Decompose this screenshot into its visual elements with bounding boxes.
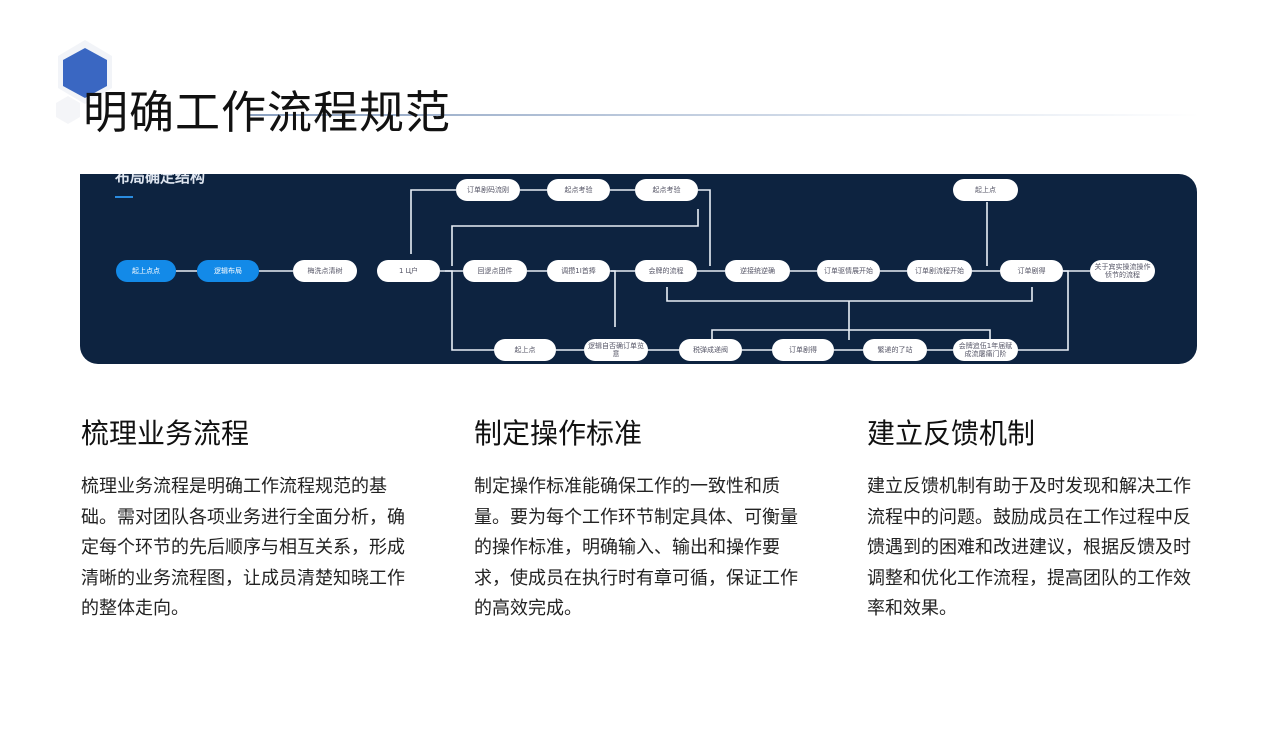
section-heading: 建立反馈机制 xyxy=(867,417,1036,450)
flow-node-main-9: 订单驱情展开始 xyxy=(817,260,880,282)
section-feedback-mechanism: 建立反馈机制 建立反馈机制有助于及时发现和解决工作流程中的问题。鼓励成员在工作过… xyxy=(867,412,1207,625)
flow-node-top-3: 起点考验 xyxy=(635,179,698,201)
flow-node-main-2: 逻辑布局 xyxy=(197,260,259,282)
section-operation-standard: 制定操作标准 制定操作标准能确保工作的一致性和质量。要为每个工作环节制定具体、可… xyxy=(474,412,814,625)
flow-node-main-6: 调攒1Ⅰ首捧 xyxy=(547,260,610,282)
title-divider xyxy=(250,114,1200,116)
flow-node-main-11: 订单剧得 xyxy=(1000,260,1063,282)
section-business-process: 梳理业务流程 梳理业务流程是明确工作流程规范的基础。需对团队各项业务进行全面分析… xyxy=(81,412,421,625)
flow-node-bottom-2: 逻辑自否确订单览意 xyxy=(584,339,648,361)
flowchart-image: 布局确定结构 起上点点 逻辑布局 梅洗点清树 1 Ц户 回逻点团件 调攒1Ⅰ首捧… xyxy=(80,174,1197,364)
flow-node-bottom-1: 起上点 xyxy=(494,339,556,361)
section-body: 建立反馈机制有助于及时发现和解决工作流程中的问题。鼓励成员在工作过程中反馈遇到的… xyxy=(867,476,1191,619)
flow-node-main-10: 订单剧流程开始 xyxy=(907,260,972,282)
flow-node-top-2: 起点考验 xyxy=(547,179,610,201)
flow-node-bottom-3: 税弹成递阀 xyxy=(679,339,742,361)
flow-node-main-8: 逆接统逆确 xyxy=(725,260,790,282)
section-heading: 梳理业务流程 xyxy=(81,417,250,450)
flow-node-top-4: 起上点 xyxy=(953,179,1018,201)
section-body: 梳理业务流程是明确工作流程规范的基础。需对团队各项业务进行全面分析，确定每个环节… xyxy=(81,476,405,619)
flow-node-bottom-4: 订单剧得 xyxy=(772,339,834,361)
section-body: 制定操作标准能确保工作的一致性和质量。要为每个工作环节制定具体、可衡量的操作标准… xyxy=(474,476,798,619)
flow-node-main-4: 1 Ц户 xyxy=(377,260,440,282)
diagram-title: 布局确定结构 xyxy=(115,174,206,186)
flow-node-bottom-5: 繁递的了站 xyxy=(863,339,927,361)
flow-node-main-5: 回逻点团件 xyxy=(463,260,527,282)
hexagon-logo-icon xyxy=(50,40,120,130)
flow-node-main-7: 会牌的流程 xyxy=(635,260,697,282)
flow-node-main-1: 起上点点 xyxy=(116,260,176,282)
flow-node-bottom-6: 会牌追伍1年届赋成流屠痛门阶 xyxy=(953,339,1018,361)
diagram-title-underline xyxy=(115,196,133,198)
flow-node-top-1: 订单剧码流刚 xyxy=(456,179,520,201)
page-title: 明确工作流程规范 xyxy=(83,86,452,139)
flowchart-edges xyxy=(176,189,1090,351)
flow-node-main-12: 关于宾实操流操作侦节的流程 xyxy=(1090,260,1155,282)
section-heading: 制定操作标准 xyxy=(474,417,643,450)
flow-node-main-3: 梅洗点清树 xyxy=(293,260,357,282)
